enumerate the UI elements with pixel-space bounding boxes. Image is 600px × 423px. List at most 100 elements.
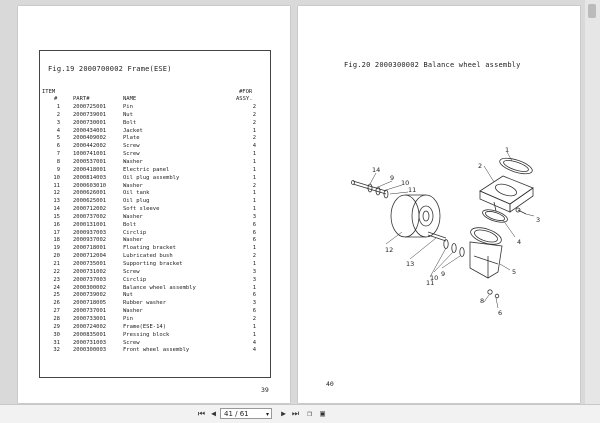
cell-part: 2000735001 bbox=[73, 261, 107, 267]
page-number-right: 40 bbox=[326, 380, 334, 388]
cell-part: 2000712002 bbox=[73, 206, 107, 213]
cell-name: Washer bbox=[123, 158, 143, 165]
cell-name: Pin bbox=[123, 315, 133, 322]
cell-part: 2000731003 bbox=[73, 339, 107, 346]
cell-part: 2000300002 bbox=[73, 284, 107, 291]
cell-no: 9 bbox=[56, 166, 60, 173]
bolt-part-3 bbox=[515, 207, 527, 215]
cell-name: Electric panel bbox=[123, 166, 170, 173]
cell-part: 2000718001 bbox=[73, 245, 107, 252]
vertical-scrollbar[interactable] bbox=[585, 0, 600, 404]
cell-qty: 3 bbox=[252, 268, 256, 275]
cell-name: Oil plug bbox=[123, 198, 150, 205]
chevron-down-icon: ▾ bbox=[265, 411, 269, 418]
callout-label: 4 bbox=[517, 238, 522, 246]
cell-part: 2000737001 bbox=[73, 308, 107, 315]
cell-name: Screw bbox=[123, 151, 140, 158]
cell-no: 17 bbox=[53, 229, 60, 236]
cell-name: Pressing block bbox=[123, 331, 170, 338]
cell-qty: 6 bbox=[252, 221, 256, 228]
header-item-hash: # bbox=[54, 96, 58, 102]
cell-no: 19 bbox=[53, 245, 60, 252]
header-for: #FOR bbox=[239, 89, 253, 95]
cell-part: 2000724002 bbox=[73, 323, 107, 330]
cell-no: 10 bbox=[53, 174, 60, 181]
first-page-icon[interactable]: ⏮ bbox=[197, 409, 206, 418]
copy-icon[interactable]: ❐ bbox=[307, 409, 312, 418]
callout-label: 9 bbox=[441, 270, 446, 278]
cell-part: 2000739002 bbox=[73, 292, 107, 299]
header-part: PART# bbox=[73, 96, 90, 102]
cell-part: 2000712004 bbox=[73, 253, 107, 260]
cell-part: 2000442002 bbox=[73, 143, 107, 150]
cell-no: 6 bbox=[56, 143, 60, 150]
page-number-input[interactable]: 41 / 61 ▾ bbox=[220, 408, 272, 419]
cell-part: 2000937002 bbox=[73, 237, 107, 244]
view-mode-icon[interactable]: ▣ bbox=[320, 409, 325, 418]
cell-qty: 1 bbox=[252, 166, 256, 173]
callout-label: 12 bbox=[385, 246, 394, 254]
cell-name: Plate bbox=[123, 135, 140, 142]
cell-qty: 1 bbox=[252, 190, 256, 197]
cell-name: Front wheel assembly bbox=[123, 347, 190, 354]
cell-no: 3 bbox=[56, 119, 60, 126]
cell-name: Jacket bbox=[123, 127, 143, 134]
next-page-icon[interactable]: ▶ bbox=[281, 409, 286, 418]
cell-name: Pin bbox=[123, 104, 133, 110]
last-page-icon[interactable]: ⏭ bbox=[291, 409, 300, 418]
cell-qty: 1 bbox=[252, 323, 256, 330]
callout-label: 5 bbox=[512, 268, 517, 276]
page-number-value: 41 / 61 bbox=[224, 410, 249, 418]
cell-no: 30 bbox=[53, 331, 60, 338]
cell-qty: 6 bbox=[252, 308, 256, 315]
cell-no: 13 bbox=[53, 198, 60, 205]
callout-label: 10 bbox=[430, 274, 439, 282]
header-item: ITEM bbox=[42, 89, 56, 95]
previous-page-icon[interactable]: ◀ bbox=[211, 409, 216, 418]
cell-name: Nut bbox=[123, 292, 133, 299]
cell-part: 2000537001 bbox=[73, 158, 107, 165]
cell-part: 2000835001 bbox=[73, 331, 107, 338]
cell-part: 2000603010 bbox=[73, 182, 107, 189]
cell-no: 22 bbox=[53, 268, 60, 275]
cell-name: Oil tank bbox=[123, 190, 150, 197]
cell-qty: 1 bbox=[252, 284, 256, 291]
scrollbar-thumb[interactable] bbox=[588, 4, 596, 18]
cell-part: 2000131001 bbox=[73, 221, 107, 228]
cell-part: 2000731002 bbox=[73, 268, 107, 275]
cell-no: 7 bbox=[56, 151, 60, 158]
cell-qty: 2 bbox=[252, 315, 256, 322]
callout-label: 11 bbox=[426, 279, 435, 287]
cell-no: 11 bbox=[53, 182, 60, 189]
callout-label: 6 bbox=[498, 309, 503, 317]
pin-part-12 bbox=[427, 231, 447, 242]
cell-no: 27 bbox=[53, 308, 60, 315]
cell-qty: 2 bbox=[252, 104, 256, 110]
washers-right bbox=[443, 239, 465, 257]
cell-no: 21 bbox=[53, 261, 60, 267]
cell-qty: 2 bbox=[252, 182, 256, 189]
cell-part: 2000737003 bbox=[73, 276, 107, 283]
cell-no: 18 bbox=[53, 237, 60, 244]
housing-part-5-6 bbox=[469, 227, 503, 279]
leader-lines bbox=[369, 151, 535, 309]
cell-no: 23 bbox=[53, 276, 60, 283]
cell-name: Nut bbox=[123, 111, 133, 118]
cell-name: Bolt bbox=[123, 221, 137, 228]
cell-part: 2000409002 bbox=[73, 135, 107, 142]
cell-part: 2000737002 bbox=[73, 213, 107, 220]
